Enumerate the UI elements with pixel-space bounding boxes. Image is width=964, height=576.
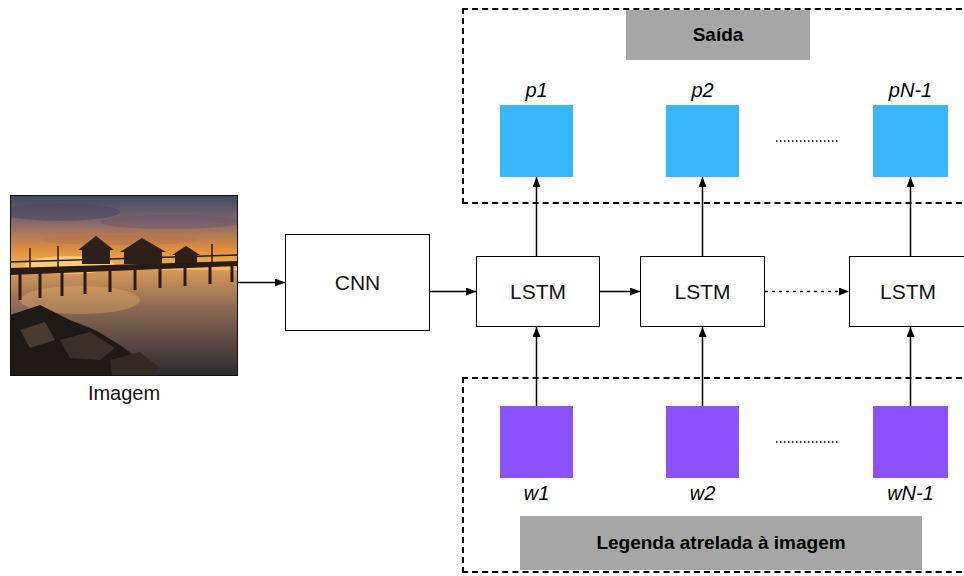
flow-arrow <box>910 327 912 406</box>
token-label: p2 <box>646 79 759 102</box>
flow-arrow <box>910 177 912 256</box>
flow-arrow <box>702 327 704 406</box>
flow-arrow <box>765 291 849 293</box>
output-token: p2 <box>666 105 739 177</box>
process-box: LSTM <box>640 256 765 327</box>
output-region: Saída p1 p2 pN-1 <box>462 8 964 204</box>
token-label: pN-1 <box>853 79 964 102</box>
flow-arrow <box>536 327 538 406</box>
process-box: LSTM <box>849 256 964 327</box>
output-token: p1 <box>500 105 573 177</box>
flow-arrow <box>536 177 538 256</box>
ellipsis-dots <box>776 140 840 142</box>
input-word: w2 <box>666 406 739 478</box>
flow-arrow <box>702 177 704 256</box>
process-box: LSTM <box>476 256 600 327</box>
region-title: Saída <box>693 24 744 46</box>
input-word: wN-1 <box>873 406 948 478</box>
flow-arrow <box>238 282 285 284</box>
box-label: LSTM <box>674 280 730 304</box>
box-label: CNN <box>335 271 381 295</box>
token-label: p1 <box>480 79 593 102</box>
caption-region: Legenda atrelada à imagem w1 w2 wN-1 <box>462 377 964 573</box>
region-title-tab: Legenda atrelada à imagem <box>520 516 922 570</box>
output-token: pN-1 <box>873 105 948 177</box>
box-label: LSTM <box>510 280 566 304</box>
token-label: wN-1 <box>853 482 964 505</box>
input-word: w1 <box>500 406 573 478</box>
region-title-tab: Saída <box>626 10 810 60</box>
token-label: w2 <box>646 482 759 505</box>
box-label: LSTM <box>880 280 936 304</box>
token-label: w1 <box>480 482 593 505</box>
photo-illustration <box>10 195 238 376</box>
ellipsis-dots <box>776 441 840 443</box>
flow-arrow <box>600 291 640 293</box>
image-caption: Imagem <box>0 382 257 405</box>
process-box: CNN <box>285 234 430 331</box>
flow-arrow <box>430 291 476 293</box>
input-image: Imagem <box>10 195 238 376</box>
region-title: Legenda atrelada à imagem <box>596 532 845 554</box>
